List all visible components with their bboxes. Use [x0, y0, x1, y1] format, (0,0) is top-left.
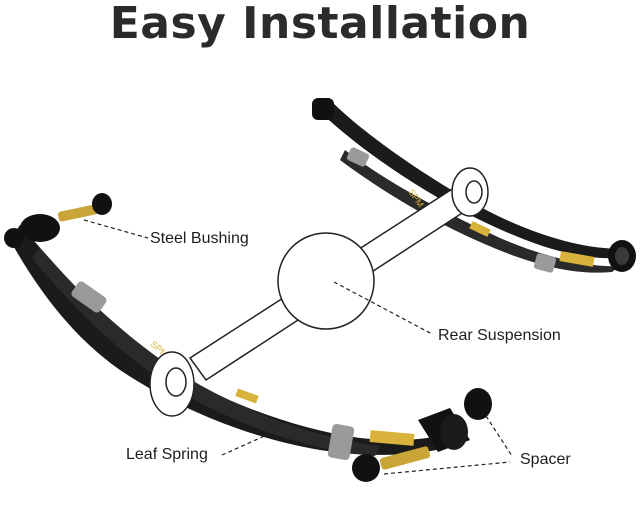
label-spacer: Spacer	[520, 451, 571, 468]
label-leaf-spring: Leaf Spring	[126, 446, 208, 463]
rear-leaf-spring: SPM	[312, 98, 636, 273]
leader-steel-bushing	[83, 219, 149, 239]
page-title: Easy Installation	[109, 0, 531, 49]
label-rear-suspension: Rear Suspension	[438, 327, 561, 344]
leader-leaf-spring	[221, 429, 279, 456]
leader-rear-suspension	[333, 281, 433, 335]
rear-axle	[149, 167, 489, 417]
label-steel-bushing: Steel Bushing	[150, 230, 249, 247]
leader-spacer-2	[383, 461, 511, 475]
leader-spacer	[485, 415, 513, 457]
spacer-part	[352, 388, 492, 482]
steel-bushing-part	[57, 193, 112, 222]
leader-lines	[83, 219, 513, 475]
front-leaf-spring: SPM	[4, 214, 470, 461]
